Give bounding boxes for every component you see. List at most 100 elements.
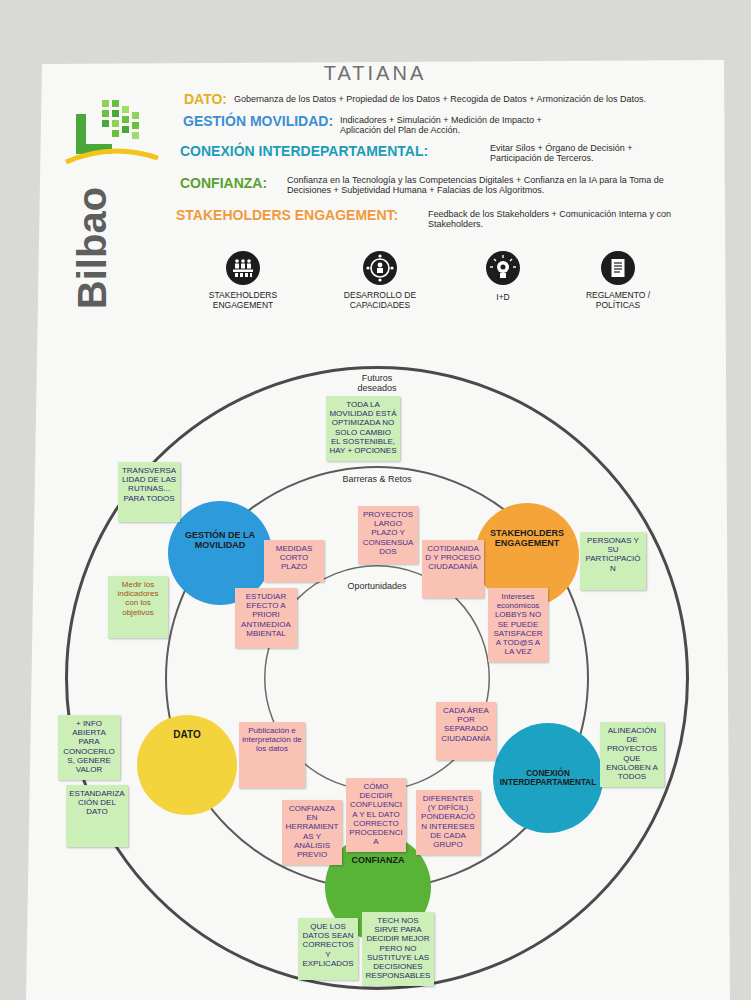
circle-fill (493, 723, 603, 833)
category-name: GESTIÓN DE LA MOVILIDAD (178, 530, 262, 551)
sticky-note: + INFO ABIERTA PARA CONOCERLOS, GENERE V… (58, 715, 120, 780)
capacity-icon-part (363, 251, 397, 285)
sticky-note: PROYECTOS LARGO PLAZO Y CONSENSUADOS (358, 506, 418, 564)
category-description-box: Indicadores + Simulación + Medición de I… (340, 115, 575, 136)
sticky-note: CADA ÁREA POR SEPARADO CIUDADANÍA (436, 702, 496, 760)
stakeholders-icon-part-part (245, 273, 248, 277)
stakeholders-icon-part-part (250, 273, 252, 277)
bilbao-logo-part (112, 130, 119, 137)
outer-ring: Futuros deseadosBarreras & RetosOportuni… (65, 366, 689, 990)
category-name: DATO (157, 729, 217, 741)
capacity-icon-part-part (366, 266, 369, 269)
capacity-icon-part (371, 259, 389, 277)
author-name: TATIANA (300, 62, 450, 85)
note-text: PERSONAS Y SU PARTICIPACIÓN (583, 536, 643, 573)
research-icon-part-part (494, 259, 496, 261)
research-icon-part-part (490, 266, 493, 267)
ring-label: Futuros deseados (342, 373, 412, 394)
icon-caption-box: I+D (453, 293, 553, 303)
research-icon-part-part (510, 259, 512, 261)
icon-caption: DESARROLLO DE CAPACIDADES (330, 291, 430, 311)
note-text: ESTUDIAR EFECTO A PRIORI ANTIMEDIOAMBIEN… (238, 592, 294, 638)
sticky-note: TRANSVERSALIDAD DE LAS RUTINAS... PARA T… (118, 462, 180, 522)
category-circle: CONEXIÓN INTERDEPARTAMENTAL (493, 723, 603, 833)
circle-fill (137, 715, 237, 815)
stakeholders-icon-part-part (241, 264, 245, 269)
bilbao-logo (66, 100, 158, 162)
note-text: COTIDIANIDAD Y PROCESO CIUDADANÍA (425, 544, 481, 572)
sticky-note: PERSONAS Y SU PARTICIPACIÓN (580, 532, 646, 590)
stakeholders-icon-part-part (240, 273, 243, 277)
research-icon-part (500, 273, 506, 278)
sticky-note: Publicación e interpretación de los dato… (239, 722, 305, 788)
circle-fill (475, 503, 579, 607)
category-circle: DATO (137, 715, 237, 815)
bilbao-logo-part (132, 122, 139, 129)
note-text: ALINEACIÓN DE PROYECTOS QUE ENGLOBEN A T… (603, 726, 661, 781)
regulation-icon-part-part (614, 262, 622, 263)
sticky-note: ESTANDARIZACIÓN DEL DATO (66, 785, 128, 847)
sticky-note: CÓMO DECIDIR CONFLUENCIA Y EL DATO CORRE… (346, 778, 406, 852)
icon-caption-box: STAKEHOLDERS ENGAGEMENT (193, 291, 293, 311)
stakeholders-icon-part-part (247, 259, 251, 263)
note-text: Publicación e interpretación de los dato… (242, 726, 302, 754)
research-icon-part-part (502, 255, 503, 258)
ring-label: Oportunidades (337, 581, 417, 591)
bilbao-logo-part (112, 110, 119, 117)
icon-caption: REGLAMENTO / POLÍTICAS (568, 291, 668, 311)
city-name: Bilbao (67, 178, 117, 318)
bilbao-logo-part (122, 106, 129, 113)
category-description: Gobernanza de los Datos + Propiedad de l… (234, 94, 739, 104)
sticky-note: TODA LA MOVILIDAD ESTÁ OPTIMIZADA NO SOL… (326, 396, 400, 461)
regulation-icon-part (612, 259, 625, 277)
regulation-icon-part-part (614, 271, 620, 272)
sticky-note: DIFERENTES (Y DIFÍCIL) PONDERACIÓN INTER… (416, 790, 480, 855)
capacity-icon-part (366, 254, 393, 281)
sticky-note: CONFIANZA EN HERRAMIENTAS Y ANÁLISIS PRE… (282, 800, 342, 865)
sticky-note: ALINEACIÓN DE PROYECTOS QUE ENGLOBEN A T… (600, 722, 664, 787)
category-description-box: Gobernanza de los Datos + Propiedad de l… (234, 94, 739, 104)
bilbao-logo-part (122, 116, 129, 123)
capacity-icon-part-part (378, 263, 383, 268)
capacity-icon-part-part (378, 278, 381, 281)
note-text: PROYECTOS LARGO PLAZO Y CONSENSUADOS (361, 510, 415, 556)
research-icon (486, 251, 520, 285)
note-text: MEDIDAS CORTO PLAZO (267, 544, 321, 572)
sticky-note: Medir los indicadores con los objetivos (108, 576, 168, 638)
note-text: Intereses económicos LOBBYS NO SE PUEDE … (491, 592, 545, 656)
note-text: ESTANDARIZACIÓN DEL DATO (69, 789, 125, 817)
capacity-icon (363, 251, 397, 285)
bilbao-logo-part (102, 110, 109, 117)
stakeholders-icon-part-part (233, 270, 253, 273)
category-heading: CONEXIÓN INTERDEPARTAMENTAL: (180, 143, 480, 159)
sticky-note: TECH NOS SIRVE PARA DECIDIR MEJOR PERO N… (362, 912, 434, 986)
category-heading: CONFIANZA: (180, 175, 290, 191)
category-name: CONEXIÓN INTERDEPARTAMENTAL (497, 769, 599, 788)
category-heading-box: STAKEHOLDERS ENGAGEMENT: (176, 207, 426, 223)
sticky-note: QUE LOS DATOS SEAN CORRECTOS Y EXPLICADO… (298, 918, 358, 980)
icon-caption: I+D (453, 293, 553, 303)
sticky-note: MEDIDAS CORTO PLAZO (264, 540, 324, 582)
capacity-icon-part-part (378, 254, 381, 257)
note-text: Medir los indicadores con los objetivos (111, 580, 165, 617)
regulation-icon (601, 251, 635, 285)
bilbao-logo-part (122, 126, 129, 133)
note-text: + INFO ABIERTA PARA CONOCERLOS, GENERE V… (61, 719, 117, 774)
icon-caption-box: DESARROLLO DE CAPACIDADES (330, 291, 430, 311)
category-heading-box: GESTIÓN MOVILIDAD: (183, 113, 353, 129)
icon-caption-box: REGLAMENTO / POLÍTICAS (568, 291, 668, 311)
icon-caption: STAKEHOLDERS ENGAGEMENT (193, 291, 293, 311)
research-icon-part (497, 261, 509, 273)
bilbao-logo-part (112, 100, 119, 107)
bilbao-logo-part (132, 132, 139, 139)
regulation-icon-part-part (614, 265, 622, 266)
research-icon-part (501, 265, 506, 270)
category-description-box: Confianza en la Tecnología y las Compete… (287, 175, 707, 196)
stakeholders-icon-part-part (235, 259, 239, 263)
regulation-icon-part (614, 263, 622, 272)
capacity-icon-part-part (377, 268, 383, 273)
ring-line (67, 368, 688, 989)
category-heading: GESTIÓN MOVILIDAD: (183, 113, 353, 129)
